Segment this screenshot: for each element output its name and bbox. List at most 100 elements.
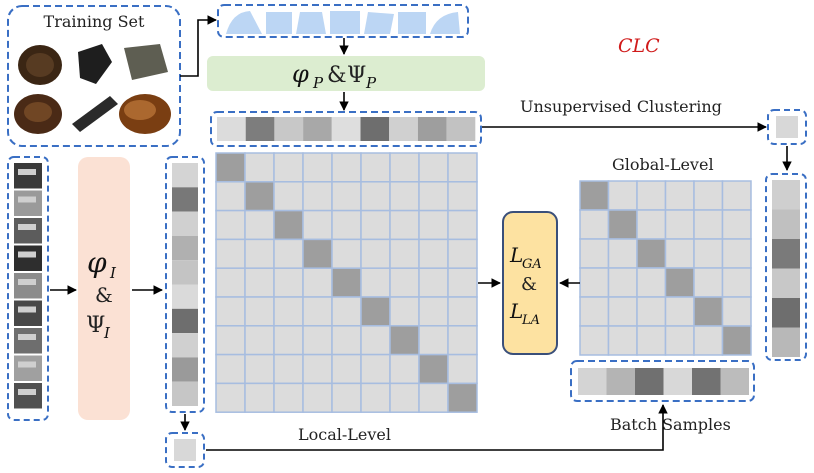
matrix-cell bbox=[418, 238, 449, 269]
matrix-cell bbox=[360, 353, 391, 385]
local-level-matrix bbox=[215, 152, 478, 413]
matrix-cell bbox=[389, 181, 420, 212]
matrix-cell bbox=[360, 325, 391, 356]
image-feature-box bbox=[165, 156, 205, 413]
matrix-cell bbox=[389, 382, 420, 413]
matrix-cell bbox=[273, 296, 304, 327]
matrix-cell bbox=[693, 209, 724, 240]
svg-text:GA: GA bbox=[522, 257, 542, 272]
matrix-cell bbox=[273, 382, 304, 413]
svg-text:P: P bbox=[312, 74, 324, 92]
matrix-cell bbox=[721, 296, 752, 327]
point-feature-cells bbox=[217, 117, 476, 141]
matrix-cell bbox=[693, 325, 724, 356]
matrix-cell bbox=[579, 325, 610, 356]
matrix-cell bbox=[331, 325, 362, 356]
image-patch-stripe bbox=[18, 334, 36, 340]
matrix-cell bbox=[302, 152, 333, 183]
matrix-cell bbox=[447, 296, 478, 327]
matrix-cell bbox=[447, 152, 478, 183]
batch-sample-cell bbox=[720, 368, 749, 395]
loss-box bbox=[502, 211, 558, 355]
svg-text:&: & bbox=[95, 283, 113, 307]
matrix-cell bbox=[389, 296, 420, 327]
image-patch-stripe bbox=[18, 251, 36, 258]
matrix-diagonal-cell bbox=[389, 325, 420, 356]
image-patch-stripe bbox=[18, 196, 36, 203]
cluster-column-cell bbox=[772, 298, 800, 328]
training-set-label: Training Set bbox=[44, 12, 145, 31]
matrix-cell bbox=[447, 267, 478, 298]
matrix-diagonal-cell bbox=[636, 238, 667, 269]
matrix-cell bbox=[215, 238, 246, 269]
image-patch bbox=[14, 355, 42, 381]
batch-sample-cell bbox=[692, 368, 721, 395]
matrix-cell bbox=[664, 296, 695, 327]
matrix-cell bbox=[273, 238, 304, 269]
matrix-cell bbox=[302, 181, 333, 212]
svg-text:φ: φ bbox=[87, 246, 107, 279]
matrix-cell bbox=[360, 181, 391, 212]
matrix-cell bbox=[302, 209, 333, 241]
matrix-cell bbox=[447, 238, 478, 269]
matrix-cell bbox=[244, 325, 275, 356]
matrix-cell bbox=[721, 267, 752, 298]
matrix-cell bbox=[636, 180, 667, 211]
matrix-cell bbox=[579, 209, 610, 240]
svg-text:&: & bbox=[327, 63, 347, 88]
point-feature-cell bbox=[217, 117, 246, 141]
cluster-column-box bbox=[765, 173, 807, 361]
matrix-cell bbox=[302, 325, 333, 356]
matrix-cell bbox=[636, 209, 667, 240]
matrix-cell bbox=[664, 209, 695, 240]
matrix-cell bbox=[607, 267, 638, 298]
matrix-cell bbox=[389, 353, 420, 385]
matrix-diagonal-cell bbox=[360, 296, 391, 327]
matrix-diagonal-cell bbox=[244, 181, 275, 212]
matrix-cell bbox=[331, 181, 362, 212]
matrix-cell bbox=[244, 296, 275, 327]
matrix-cell bbox=[331, 209, 362, 241]
matrix-cell bbox=[389, 238, 420, 269]
matrix-diagonal-cell bbox=[273, 209, 304, 241]
diagram-title: CLC bbox=[618, 35, 660, 57]
cluster-column-cell bbox=[772, 268, 800, 298]
matrix-diagonal-cell bbox=[721, 325, 752, 356]
image-feature-cell bbox=[172, 333, 198, 358]
matrix-diagonal-cell bbox=[215, 152, 246, 183]
matrix-cell bbox=[389, 267, 420, 298]
svg-text:Ψ: Ψ bbox=[347, 63, 366, 88]
matrix-cell bbox=[607, 180, 638, 211]
matrix-cell bbox=[302, 382, 333, 413]
batch-sample-cell bbox=[635, 368, 664, 395]
matrix-cell bbox=[721, 209, 752, 240]
cluster-column-cell bbox=[772, 180, 800, 210]
image-feature-cell bbox=[172, 357, 198, 382]
matrix-diagonal-cell bbox=[579, 180, 610, 211]
matrix-cell bbox=[273, 353, 304, 385]
matrix-diagonal-cell bbox=[447, 382, 478, 413]
matrix-cell bbox=[360, 152, 391, 183]
matrix-cell bbox=[418, 152, 449, 183]
matrix-diagonal-cell bbox=[302, 238, 333, 269]
matrix-cell bbox=[273, 181, 304, 212]
matrix-cell bbox=[244, 267, 275, 298]
point-feature-box bbox=[210, 111, 482, 147]
unsupervised-clustering-label: Unsupervised Clustering bbox=[520, 97, 722, 116]
point-feature-cell bbox=[360, 117, 390, 141]
matrix-cell bbox=[418, 325, 449, 356]
object-thumbnail-highlight bbox=[124, 100, 156, 120]
image-patch bbox=[14, 300, 42, 326]
matrix-cell bbox=[418, 181, 449, 212]
global-level-label: Global-Level bbox=[612, 155, 714, 174]
batch-sample-cell bbox=[663, 368, 692, 395]
matrix-cell bbox=[360, 382, 391, 413]
matrix-cell bbox=[244, 152, 275, 183]
image-feature-cell bbox=[172, 381, 198, 406]
matrix-cell bbox=[418, 296, 449, 327]
svg-text:P: P bbox=[365, 74, 377, 92]
point-cloud-samples bbox=[226, 11, 460, 34]
batch-sample-cell bbox=[578, 368, 607, 395]
image-patch-stripe bbox=[18, 224, 36, 230]
